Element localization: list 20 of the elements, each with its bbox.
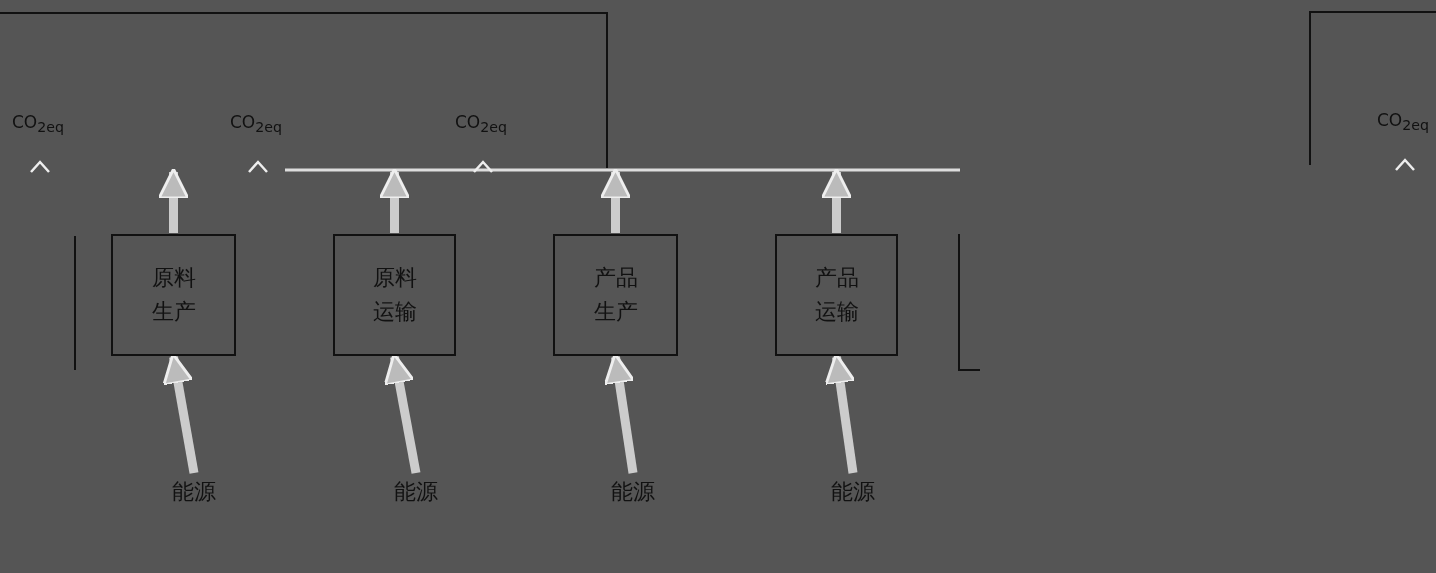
process-label: 产品生产 xyxy=(592,264,639,326)
block-arrow xyxy=(599,167,632,233)
process-box xyxy=(553,234,678,356)
process-box xyxy=(333,234,456,356)
block-arrow xyxy=(378,167,411,233)
emission-label: CO$_{2eq}$ xyxy=(12,112,64,136)
block-arrow xyxy=(820,167,853,233)
emission-label: CO$_{2eq}$ xyxy=(1377,110,1429,134)
process-label: 原料运输 xyxy=(371,264,418,326)
process-label: 原料生产 xyxy=(150,264,197,326)
energy-label: 能源 xyxy=(831,477,875,507)
process-label: 产品运输 xyxy=(813,264,860,326)
block-arrow xyxy=(157,167,190,233)
energy-label: 能源 xyxy=(394,477,438,507)
emission-label: CO$_{2eq}$ xyxy=(455,112,507,136)
process-box xyxy=(775,234,898,356)
emission-label: CO$_{2eq}$ xyxy=(230,112,282,136)
process-box xyxy=(111,234,236,356)
energy-label: 能源 xyxy=(172,477,216,507)
energy-label: 能源 xyxy=(611,477,655,507)
